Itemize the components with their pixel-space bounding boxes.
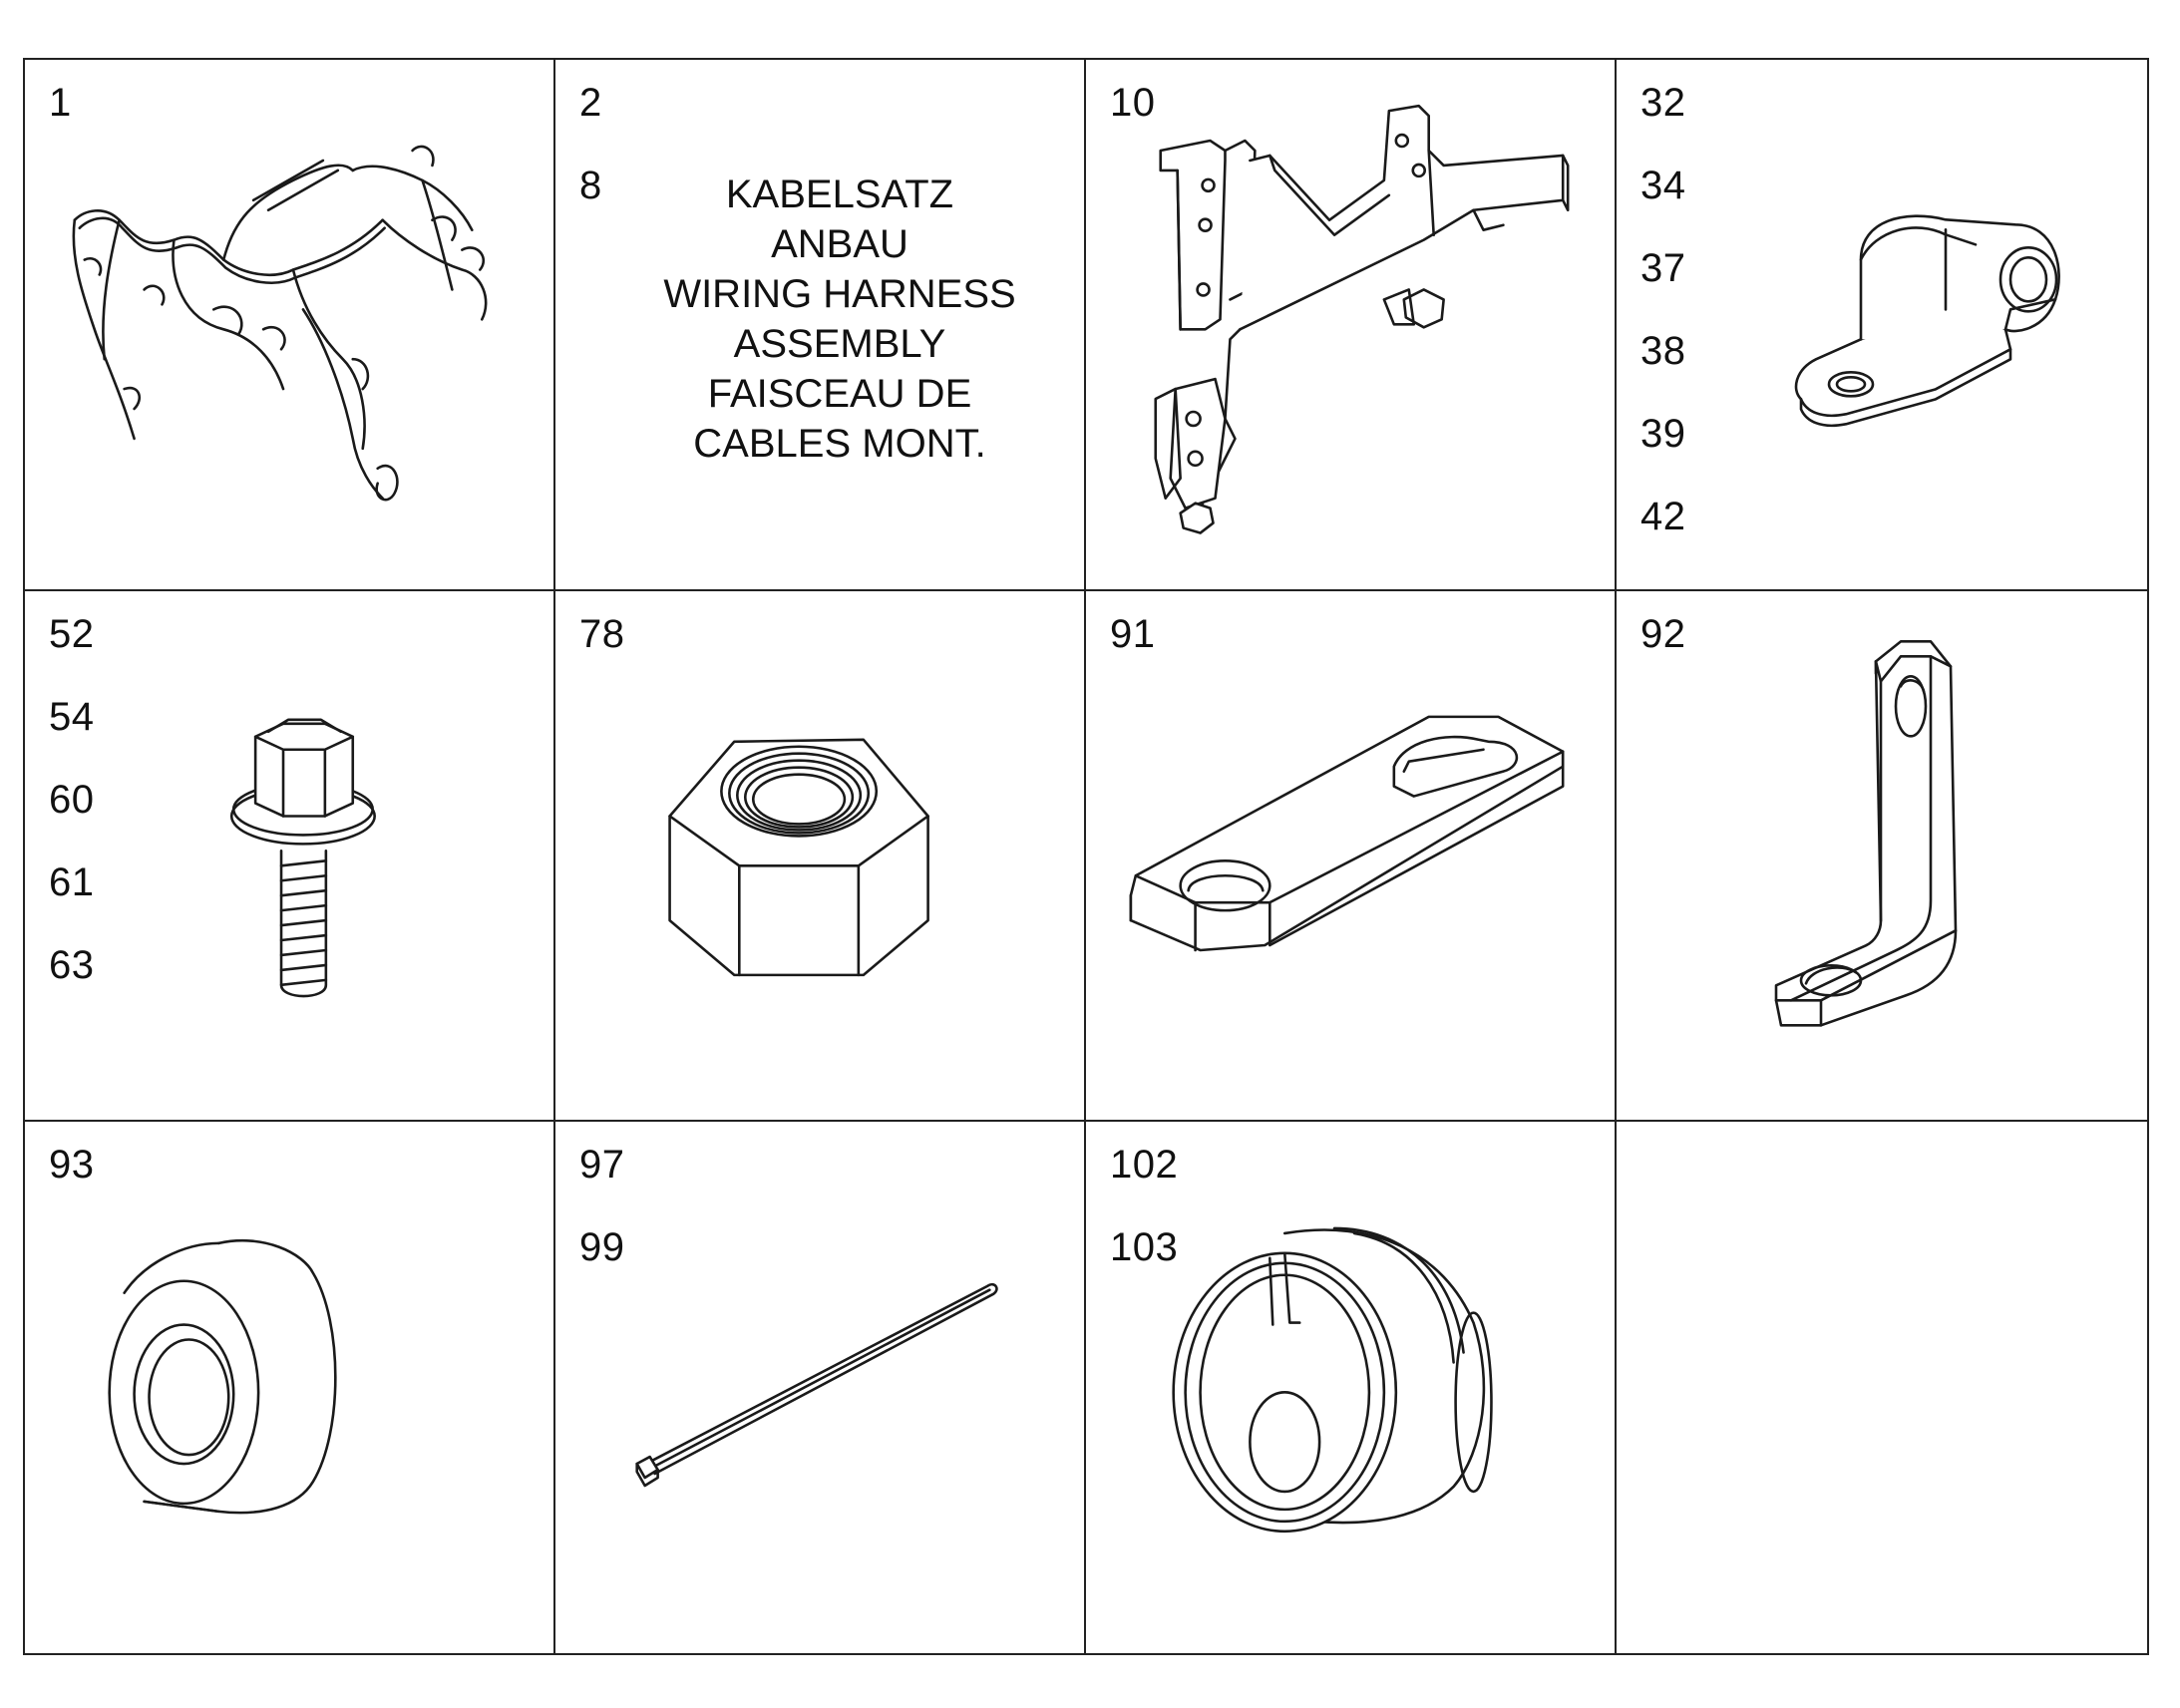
item-number: 60 — [49, 777, 95, 822]
item-number: 63 — [49, 942, 95, 987]
angle-bracket-icon — [1774, 639, 1958, 1027]
item-numbers: 10 — [1110, 80, 1156, 127]
item-number: 52 — [49, 611, 95, 656]
assembly-caption: KABELSATZ ANBAU WIRING HARNESS ASSEMBLY … — [615, 170, 1064, 469]
bracket-icon — [1154, 104, 1570, 534]
part-cell-empty — [1617, 1122, 2147, 1653]
item-number: 38 — [1640, 329, 1686, 373]
parts-grid: 1 2 — [23, 58, 2149, 1655]
part-cell-1: 1 — [25, 60, 555, 591]
item-number: 99 — [579, 1225, 625, 1270]
item-number: 97 — [579, 1143, 625, 1188]
item-number: 61 — [49, 859, 95, 904]
item-numbers: 102 103 — [1110, 1142, 1178, 1271]
item-number: 32 — [1640, 81, 1686, 125]
item-numbers: 92 — [1640, 611, 1686, 658]
part-cell-5: 52 54 60 61 63 — [25, 590, 555, 1123]
item-numbers: 97 99 — [579, 1142, 625, 1271]
grommet-icon — [1172, 1226, 1493, 1534]
part-cell-11: 102 103 — [1086, 1122, 1617, 1653]
item-numbers: 78 — [579, 611, 625, 658]
item-numbers: 2 8 — [579, 80, 602, 209]
item-number: 91 — [1110, 611, 1156, 656]
hex-nut-icon — [668, 738, 929, 976]
item-number: 102 — [1110, 1143, 1179, 1188]
item-numbers: 32 34 37 38 39 42 — [1640, 80, 1686, 540]
part-cell-3: 10 — [1086, 60, 1617, 591]
item-number: 8 — [579, 164, 602, 207]
wiring-harness-icon — [72, 145, 488, 502]
item-number: 1 — [49, 81, 72, 125]
caption-line: CABLES MONT. — [693, 422, 986, 466]
slotted-plate-icon — [1129, 715, 1565, 951]
item-number: 10 — [1110, 81, 1156, 125]
part-cell-4: 32 34 37 38 39 42 — [1617, 60, 2147, 591]
item-number: 34 — [1640, 164, 1686, 207]
part-cell-8: 92 — [1617, 591, 2147, 1123]
item-number: 42 — [1640, 495, 1686, 538]
item-numbers: 52 54 60 61 63 — [49, 611, 95, 989]
item-number: 54 — [49, 694, 95, 739]
caption-line: WIRING HARNESS — [663, 272, 1016, 316]
spacer-icon — [108, 1239, 337, 1515]
caption-line: FAISCEAU DE — [707, 372, 972, 416]
part-cell-2: 2 8 KABELSATZ ANBAU WIRING HARNESS ASSEM… — [555, 60, 1086, 591]
caption-line: KABELSATZ — [725, 172, 954, 216]
item-number: 39 — [1640, 412, 1686, 456]
caption-line: ASSEMBLY — [733, 322, 946, 366]
item-numbers: 93 — [49, 1142, 95, 1189]
cable-clamp-icon — [1794, 214, 2060, 428]
item-number: 93 — [49, 1143, 95, 1188]
cable-tie-icon — [635, 1283, 998, 1488]
item-numbers: 91 — [1110, 611, 1156, 658]
part-cell-6: 78 — [555, 590, 1086, 1123]
item-numbers: 1 — [49, 80, 72, 127]
item-number: 92 — [1640, 611, 1686, 656]
item-number: 37 — [1640, 246, 1686, 290]
part-cell-9: 93 — [25, 1122, 555, 1653]
part-cell-7: 91 — [1086, 590, 1617, 1123]
item-number: 2 — [579, 81, 602, 125]
caption-line: ANBAU — [771, 222, 908, 266]
item-number: 103 — [1110, 1225, 1179, 1270]
item-number: 78 — [579, 611, 625, 656]
flange-bolt-icon — [229, 718, 376, 997]
part-cell-10: 97 99 — [555, 1122, 1086, 1653]
